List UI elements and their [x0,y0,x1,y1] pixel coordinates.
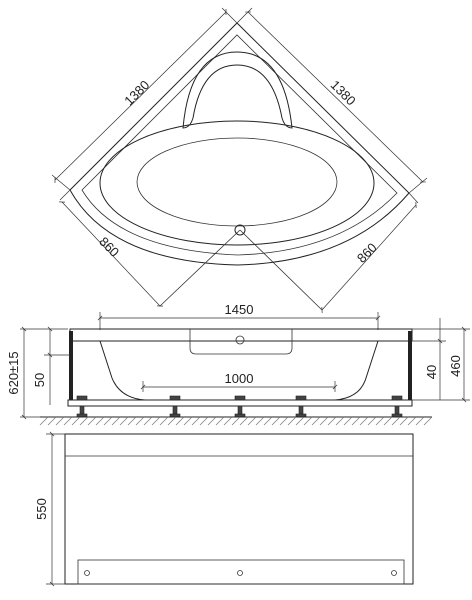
floor-hatch-line [87,416,97,426]
panel-plinth [77,559,405,585]
floor-hatch-line [295,416,305,426]
floor-hatch-line [263,416,273,426]
floor-hatch-line [255,416,265,426]
foot-2 [169,395,181,418]
label-right-small: 40 [424,365,439,379]
floor-hatch-line [327,416,337,426]
floor-hatch-line [287,416,297,426]
floor-hatch-line [135,416,145,426]
floor-hatch-line [335,416,345,426]
basin-inner [136,137,338,227]
label-total-height: 620±15 [6,351,21,394]
floor-hatch-line [311,416,321,426]
floor-hatch-line [191,416,201,426]
floor-hatch-line [55,416,65,426]
foot-5 [391,395,403,418]
top-view: 1380 1380 860 860 [51,7,428,313]
label-rim: 50 [32,373,47,387]
left-post [69,331,73,400]
foot-1 [76,395,88,418]
panel-view: 550 [34,431,414,587]
panel-screw-center [237,570,243,576]
floor-hatch-line [175,416,185,426]
dim-depth-right [321,202,417,313]
floor-hatch-line [71,416,81,426]
label-right-height: 460 [448,355,463,377]
floor-hatch-line [95,416,105,426]
floor-hatch-line [127,416,137,426]
floor-hatch-line [199,416,209,426]
basin-outer [99,120,375,246]
floor-hatch-line [415,416,425,426]
floor-hatch-line [183,416,193,426]
label-side-right: 1380 [328,77,359,108]
floor-hatch-line [359,416,369,426]
front-view: 1450 1000 620±15 [6,302,470,426]
floor-hatch-line [103,416,113,426]
label-depth-right: 860 [354,240,380,266]
floor-hatch-line [279,416,289,426]
floor-hatch-line [167,416,177,426]
dim-side-right [245,11,426,183]
floor-hatch-line [47,416,57,426]
floor-hatch-line [375,416,385,426]
feet [76,395,403,418]
tub-frame [67,399,413,407]
floor-hatch-line [303,416,313,426]
right-post [408,331,412,400]
floor-hatch-line [207,416,217,426]
floor-hatch-line [247,416,257,426]
floor-hatch-line [407,416,417,426]
floor-hatch-line [159,416,169,426]
floor-hatch-line [231,416,241,426]
label-panel-height: 550 [34,498,49,520]
floor-hatch-line [399,416,409,426]
label-inner-width: 1000 [225,371,254,386]
floor-hatch-line [271,416,281,426]
floor-hatch-line [239,416,249,426]
floor-hatch-line [215,416,225,426]
panel-screw-right [391,570,397,576]
floor-hatch-line [319,416,329,426]
floor-hatch-line [367,416,377,426]
floor-hatch-line [223,416,233,426]
overflow-box [189,329,293,355]
floor-hatch-line [119,416,129,426]
headrest [182,51,293,129]
floor-hatch-line [63,416,73,426]
panel-screw-left [84,570,90,576]
label-side-left: 1380 [121,77,152,108]
drain [234,224,246,236]
front-panel [64,433,414,585]
floor-hatch-line [143,416,153,426]
foot-4 [295,395,307,418]
floor-hatch-line [151,416,161,426]
tub-rim [69,328,413,342]
floor-hatch-line [383,416,393,426]
floor-hatching [39,416,433,426]
dim-side-left [54,9,227,183]
floor-hatch-line [343,416,353,426]
tub-outer-outline [69,22,410,266]
floor-hatch-line [79,416,89,426]
floor-hatch-line [391,416,401,426]
floor-hatch-line [423,416,433,426]
floor-hatch-line [39,416,49,426]
floor-hatch-line [111,416,121,426]
dim-depth-left [59,201,163,307]
label-width: 1450 [225,302,254,317]
floor-hatch-line [351,416,361,426]
